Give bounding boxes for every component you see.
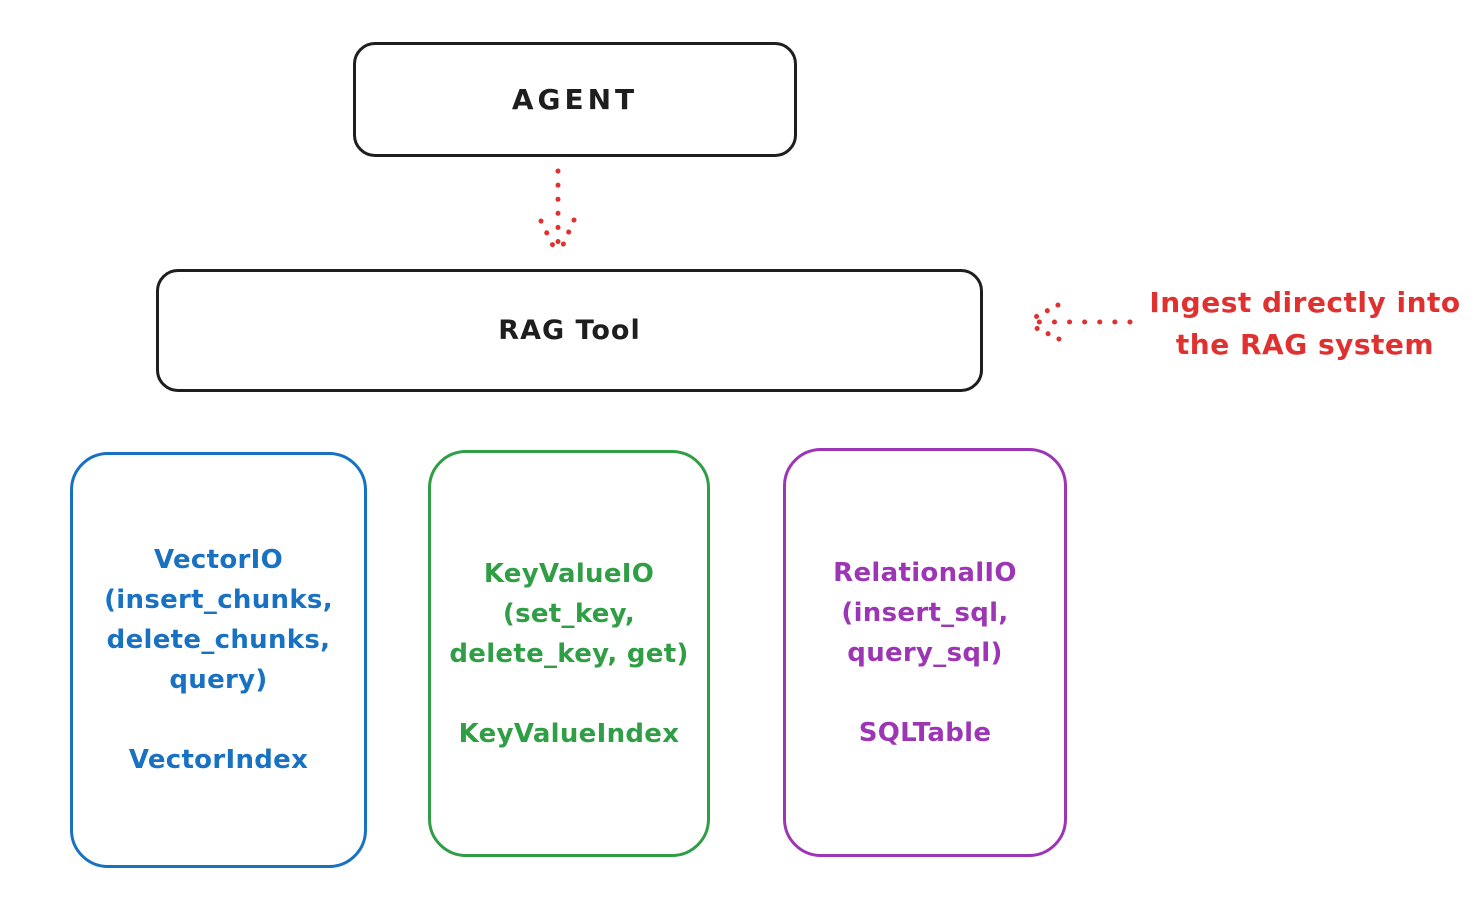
- relational-io-box-text: RelationalIO(insert_sql,query_sql) SQLTa…: [833, 557, 1017, 748]
- dotted-arrow-down-icon: [538, 168, 577, 257]
- keyvalue-io-box-text: KeyValueIO(set_key,delete_key, get) KeyV…: [449, 558, 689, 749]
- vector-io-box: VectorIO(insert_chunks,delete_chunks,que…: [70, 452, 367, 868]
- dotted-arrow-left-icon: [1025, 302, 1133, 342]
- vector-io-box-text: VectorIO(insert_chunks,delete_chunks,que…: [104, 545, 333, 775]
- rag-tool-box-label: RAG Tool: [498, 315, 641, 346]
- relational-io-box: RelationalIO(insert_sql,query_sql) SQLTa…: [783, 448, 1067, 857]
- agent-box: AGENT: [353, 42, 797, 157]
- rag-tool-box: RAG Tool: [156, 269, 983, 392]
- keyvalue-io-box: KeyValueIO(set_key,delete_key, get) KeyV…: [428, 450, 710, 857]
- agent-box-label: AGENT: [511, 83, 639, 116]
